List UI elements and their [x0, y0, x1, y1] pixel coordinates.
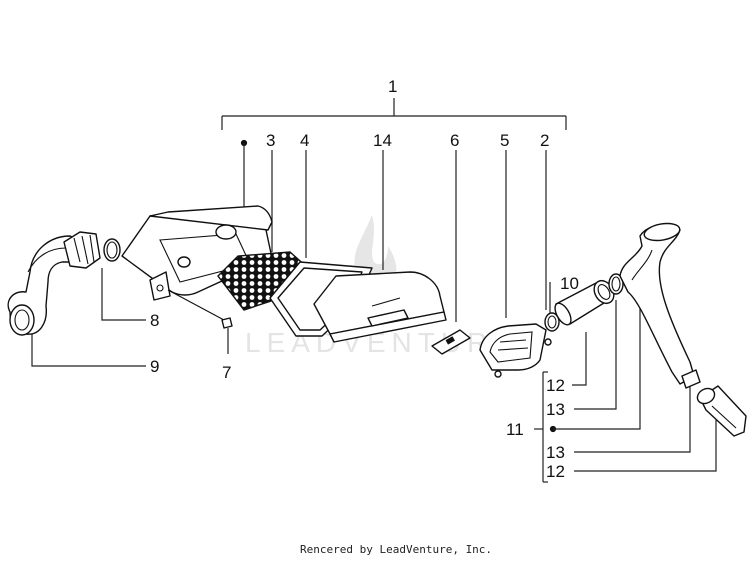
part-cover-plate: [431, 329, 471, 355]
callout-10: 10: [560, 274, 579, 293]
leader-lines: [31, 98, 717, 483]
callout-12-upper: 12: [546, 376, 565, 395]
part-connector-sleeve: [554, 279, 615, 326]
callout-13-upper: 13: [546, 400, 565, 419]
part-hose-clamp: [103, 238, 121, 262]
callout-2: 2: [540, 131, 549, 150]
part-screw: [167, 289, 233, 329]
part-outlet-hose: [619, 222, 695, 385]
callout-13-lower: 13: [546, 443, 565, 462]
part-right-clamp-ring: [544, 312, 560, 332]
callout-8: 8: [150, 311, 159, 330]
callout-labels: 1 3 4 14 6 5 2 8 9 7 10 12 13 11 13 12: [150, 77, 579, 481]
callout-5: 5: [500, 131, 509, 150]
callout-14: 14: [373, 131, 392, 150]
callout-3: 3: [266, 131, 275, 150]
callout-9: 9: [150, 357, 159, 376]
part-intake-hose: [7, 231, 101, 336]
callout-12-lower: 12: [546, 462, 565, 481]
part-adapter: [479, 323, 552, 378]
callout-11: 11: [506, 420, 524, 439]
part-lower-sleeve: [696, 385, 747, 437]
part-clamp-upper: [608, 273, 624, 295]
footer-credit: Rencered by LeadVenture, Inc.: [300, 543, 492, 556]
callout-7: 7: [222, 363, 231, 382]
callout-6: 6: [450, 131, 459, 150]
part-clamp-lower: [681, 369, 701, 389]
part-filter-cover: [313, 271, 447, 343]
callout-4: 4: [300, 131, 309, 150]
callout-1: 1: [388, 77, 397, 96]
